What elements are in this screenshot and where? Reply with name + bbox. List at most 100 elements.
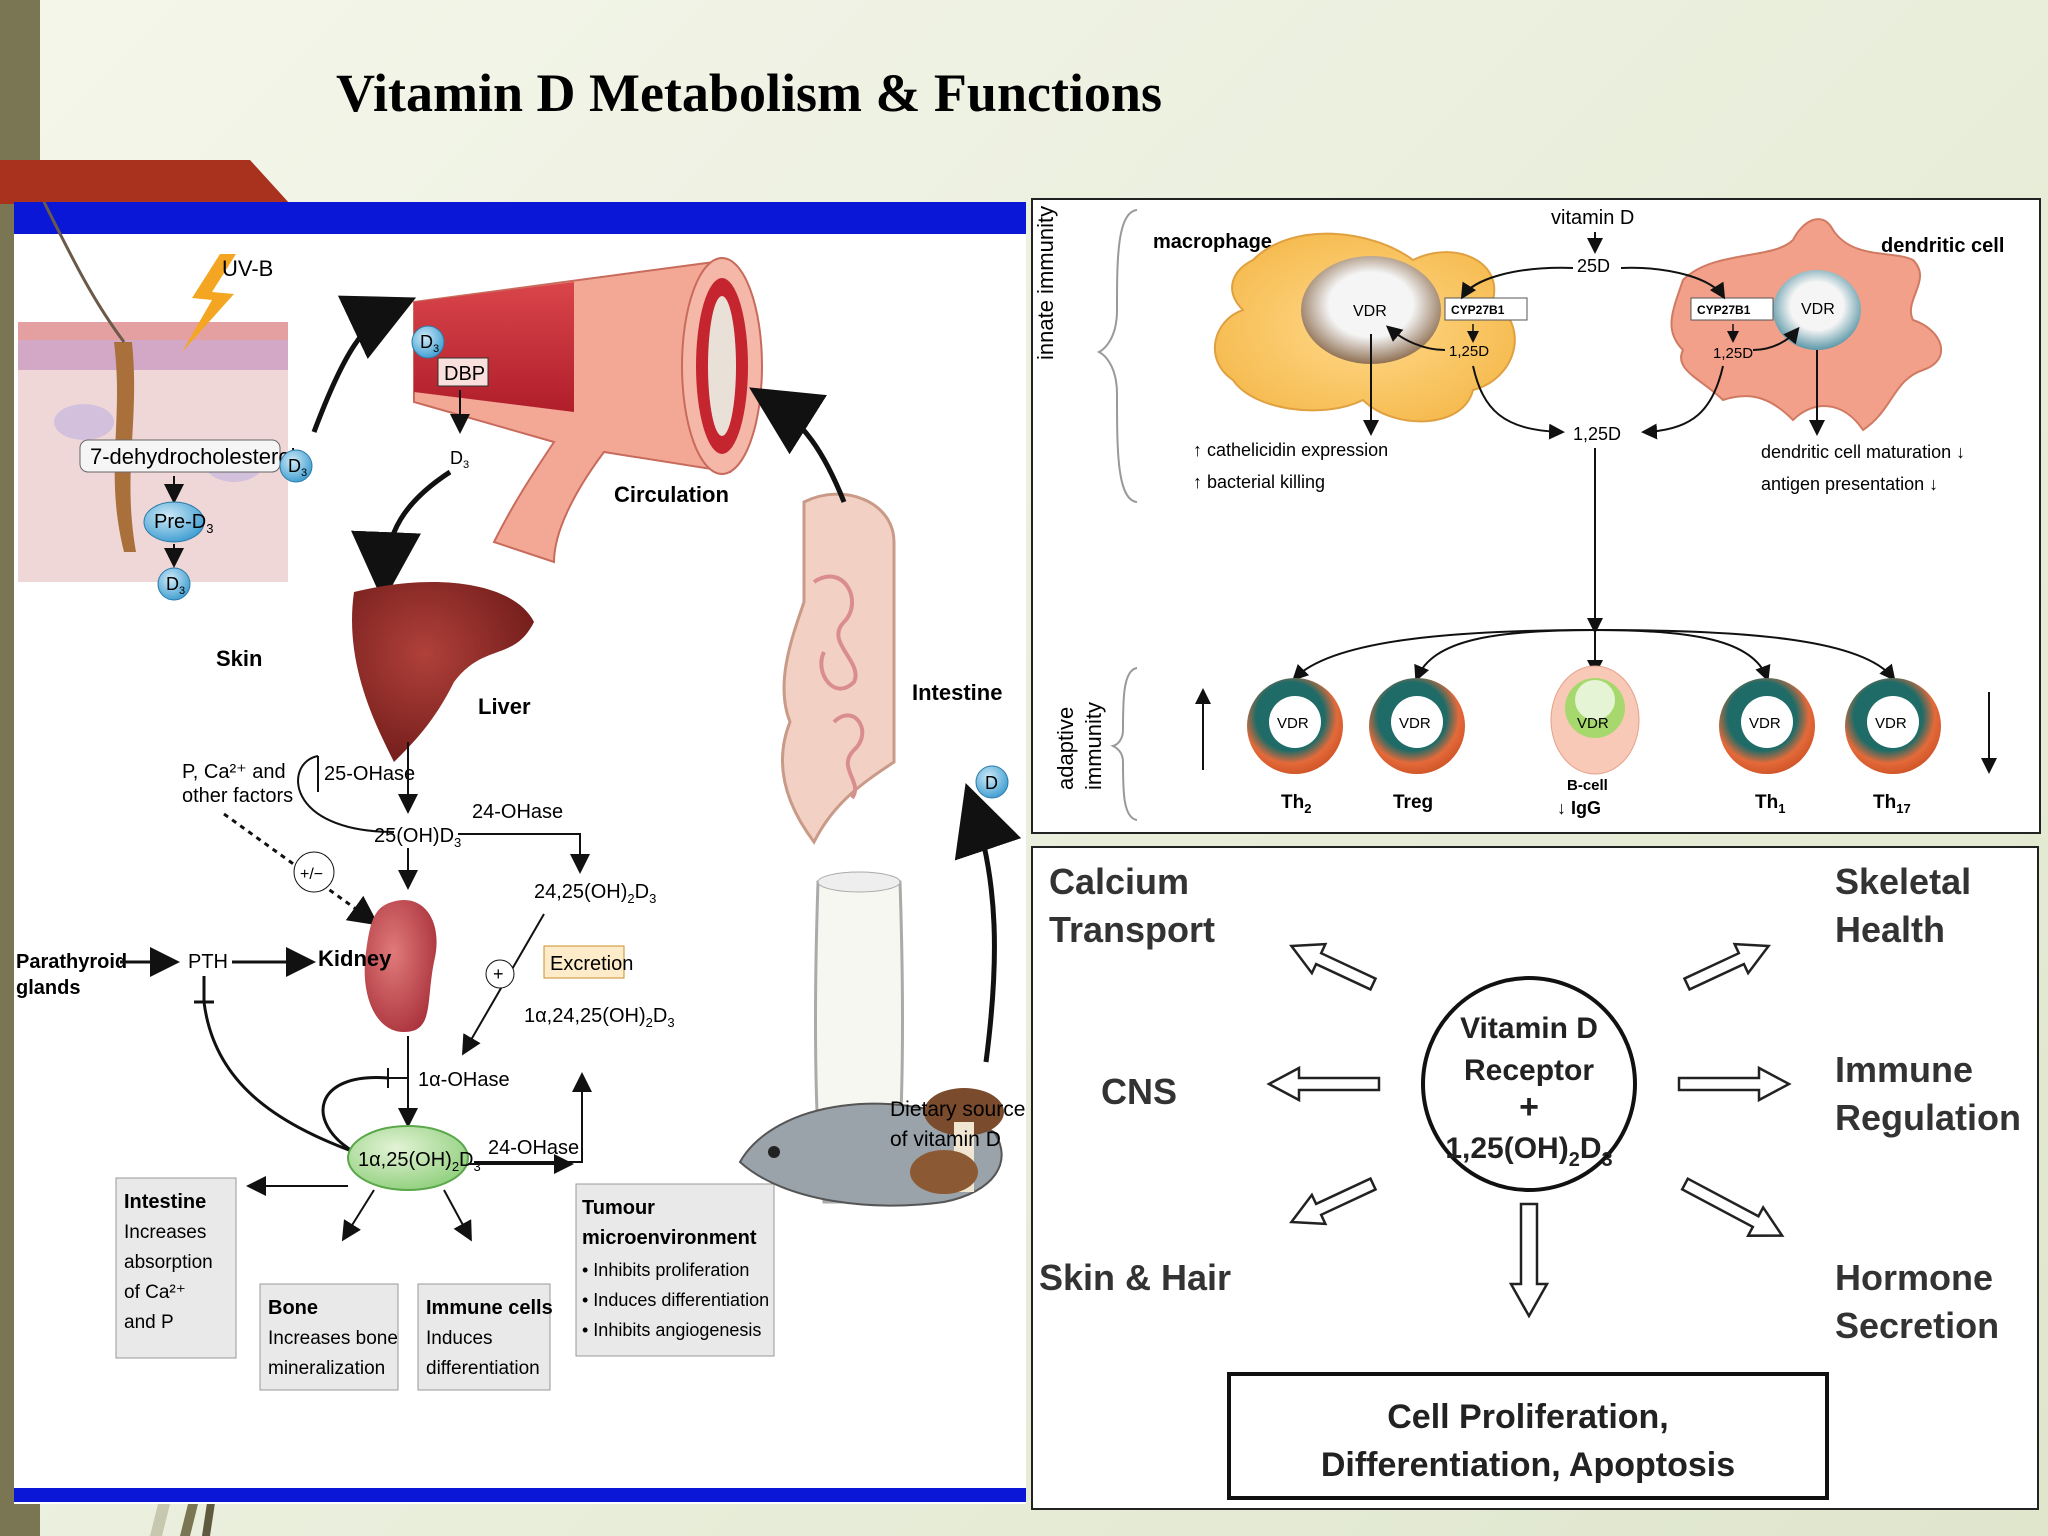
hydroxylase-24b-label: 24-OHase: [488, 1137, 579, 1159]
macrophage-effect-2: bacterial killing: [1207, 472, 1325, 492]
kidney-illustration: [364, 900, 437, 1032]
excretion-box: [543, 945, 625, 979]
kidney-label: Kidney: [318, 946, 392, 971]
plus-minus-label: +/−: [300, 866, 323, 883]
svg-text:• Inhibits proliferation: • Inhibits proliferation: [582, 1260, 749, 1280]
plus-minus-node: [293, 851, 335, 893]
svg-text:↑ cathelicidin expression: ↑ cathelicidin expression: [1193, 440, 1388, 460]
d-dietary-label: D: [985, 773, 998, 793]
svg-text:mineralization: mineralization: [268, 1358, 385, 1379]
cell-bcell: VDR B-cell ↓ IgG: [1550, 665, 1640, 818]
cell-th2: VDR Th2: [1247, 678, 1343, 816]
dendritic-effect-1: dendritic cell maturation: [1761, 442, 1951, 462]
vdr-center-circle: [1421, 976, 1637, 1192]
d3-dbp-node: [411, 325, 445, 359]
central-d125-label: 1,25D: [1573, 424, 1621, 444]
hydroxylase-25-label: 25-OHase: [324, 763, 415, 785]
hormone-label-1: Hormone: [1835, 1257, 1993, 1298]
svg-text:differentiation: differentiation: [426, 1358, 540, 1379]
target-tumour-box: Tumour microenvironment • Inhibits proli…: [575, 1183, 775, 1357]
target-intestine-box: Intestine Increases absorption of Ca²⁺ a…: [115, 1177, 237, 1359]
cell-outcome-label-2: Differentiation, Apoptosis: [1321, 1446, 1735, 1484]
svg-text:antigen presentation ↓: antigen presentation ↓: [1761, 474, 1938, 494]
macrophage-cyp-box: [1444, 297, 1528, 321]
svg-text:Bone: Bone: [268, 1297, 318, 1319]
dendritic-vdr-label: VDR: [1801, 301, 1835, 318]
dietary-label-1: Dietary sources: [890, 1098, 1026, 1121]
cell-outcome-label-1: Cell Proliferation,: [1387, 1398, 1669, 1436]
circulation-label: Circulation: [614, 482, 729, 507]
target-bone-box: Bone Increases bone mineralization: [259, 1283, 399, 1391]
d25-label: 25D: [1577, 256, 1610, 276]
svg-text:Increases: Increases: [124, 1222, 206, 1243]
d3-released-node: [279, 449, 313, 483]
dendritic-effect-2: antigen presentation: [1761, 474, 1924, 494]
immunity-panel: macrophage dendritic cell vitamin D 25D …: [1031, 198, 2041, 834]
svg-text:1α,25(OH)2D3: 1α,25(OH)2D3: [358, 1149, 481, 1174]
svg-text:D3: D3: [288, 456, 307, 479]
macrophage-vdr-label: VDR: [1353, 303, 1387, 320]
dendritic-d125-label: 1,25D: [1713, 345, 1753, 362]
d3-skin-node: [157, 567, 191, 601]
immune-label-1: Immune: [1835, 1049, 1973, 1090]
skeletal-label-2: Health: [1835, 909, 1945, 950]
uvb-label: UV-B: [222, 256, 273, 281]
svg-text:25(OH)D3: 25(OH)D3: [374, 825, 461, 850]
calcium-label-1: Calcium: [1049, 861, 1189, 902]
svg-text:B-cell: B-cell: [1567, 777, 1608, 794]
svg-text:D3: D3: [450, 448, 469, 471]
parathyroid-label-2: glands: [16, 977, 80, 999]
macrophage-label: macrophage: [1153, 231, 1272, 253]
vdr-functions-panel: Calcium Transport Skeletal Health CNS Im…: [1031, 846, 2039, 1510]
svg-text:Increases bone: Increases bone: [268, 1328, 398, 1349]
svg-text:VDR: VDR: [1749, 715, 1781, 732]
svg-text:24,25(OH)2D3: 24,25(OH)2D3: [534, 881, 656, 906]
cell-outcome-box: [1227, 1372, 1829, 1500]
factors-label-2: other factors: [182, 785, 293, 807]
dendritic-cyp-label: CYP27B1: [1697, 303, 1751, 317]
precursor-box: [79, 439, 281, 473]
center-label-2: Receptor: [1464, 1054, 1594, 1087]
svg-text:Th2: Th2: [1281, 792, 1311, 816]
immunity-diagram: macrophage dendritic cell vitamin D 25D …: [1033, 206, 2004, 821]
liver-label: Liver: [478, 694, 531, 719]
target-immune-box: Immune cells Induces differentiation: [417, 1283, 553, 1391]
svg-text:Pre-D3: Pre-D3: [154, 511, 213, 536]
skin-to-blood-arrow: [311, 295, 417, 433]
metabolism-diagram: UV-B 7-dehydrocholesterol Pre-D3 D3 Skin…: [14, 202, 1026, 1502]
cns-label: CNS: [1101, 1071, 1177, 1112]
svg-text:absorption: absorption: [124, 1252, 213, 1273]
dietary-sources-illustration: [738, 871, 1004, 1207]
blood-to-liver-arrow: [351, 469, 452, 602]
factors-label-1: P, Ca²⁺ and: [182, 761, 286, 783]
dendritic-cyp-box: [1690, 297, 1774, 321]
skeletal-label-1: Skeletal: [1835, 861, 1971, 902]
intestine-illustration: [780, 492, 896, 845]
dietary-label-2: of vitamin D: [890, 1128, 1001, 1151]
svg-text:dendritic cell maturation ↓: dendritic cell maturation ↓: [1761, 442, 1965, 462]
svg-text:VDR: VDR: [1875, 715, 1907, 732]
calcium-label-2: Transport: [1049, 909, 1215, 950]
d-dietary-node: [975, 765, 1009, 799]
svg-text:microenvironment: microenvironment: [582, 1227, 757, 1249]
metabolism-panel: UV-B 7-dehydrocholesterol Pre-D3 D3 Skin…: [14, 202, 1026, 1504]
adaptive-label-1: adaptive: [1053, 707, 1078, 790]
slide-title: Vitamin D Metabolism & Functions: [336, 63, 1162, 123]
intestine-organ-label: Intestine: [912, 680, 1002, 705]
immune-label-2: Regulation: [1835, 1097, 2021, 1138]
center-label-1: Vitamin D: [1460, 1012, 1598, 1045]
slide-red-tab: [0, 160, 290, 204]
macrophage-effect-1: cathelicidin expression: [1207, 440, 1388, 460]
blood-vessel-illustration: [413, 257, 763, 564]
svg-text:of Ca²⁺: of Ca²⁺: [124, 1282, 186, 1303]
dendritic-cell-label: dendritic cell: [1881, 235, 2004, 257]
svg-text:VDR: VDR: [1277, 715, 1309, 732]
svg-text:Th17: Th17: [1873, 792, 1911, 816]
macrophage-cyp-label: CYP27B1: [1451, 303, 1505, 317]
center-label-plus: +: [1519, 1088, 1539, 1126]
diet-to-intestine-arrow: [954, 783, 1022, 1063]
cell-th1: VDR Th1: [1719, 678, 1815, 816]
svg-text:• Inhibits angiogenesis: • Inhibits angiogenesis: [582, 1320, 761, 1340]
skin-label: Skin: [216, 646, 262, 671]
innate-immunity-label: innate immunity: [1033, 206, 1058, 360]
